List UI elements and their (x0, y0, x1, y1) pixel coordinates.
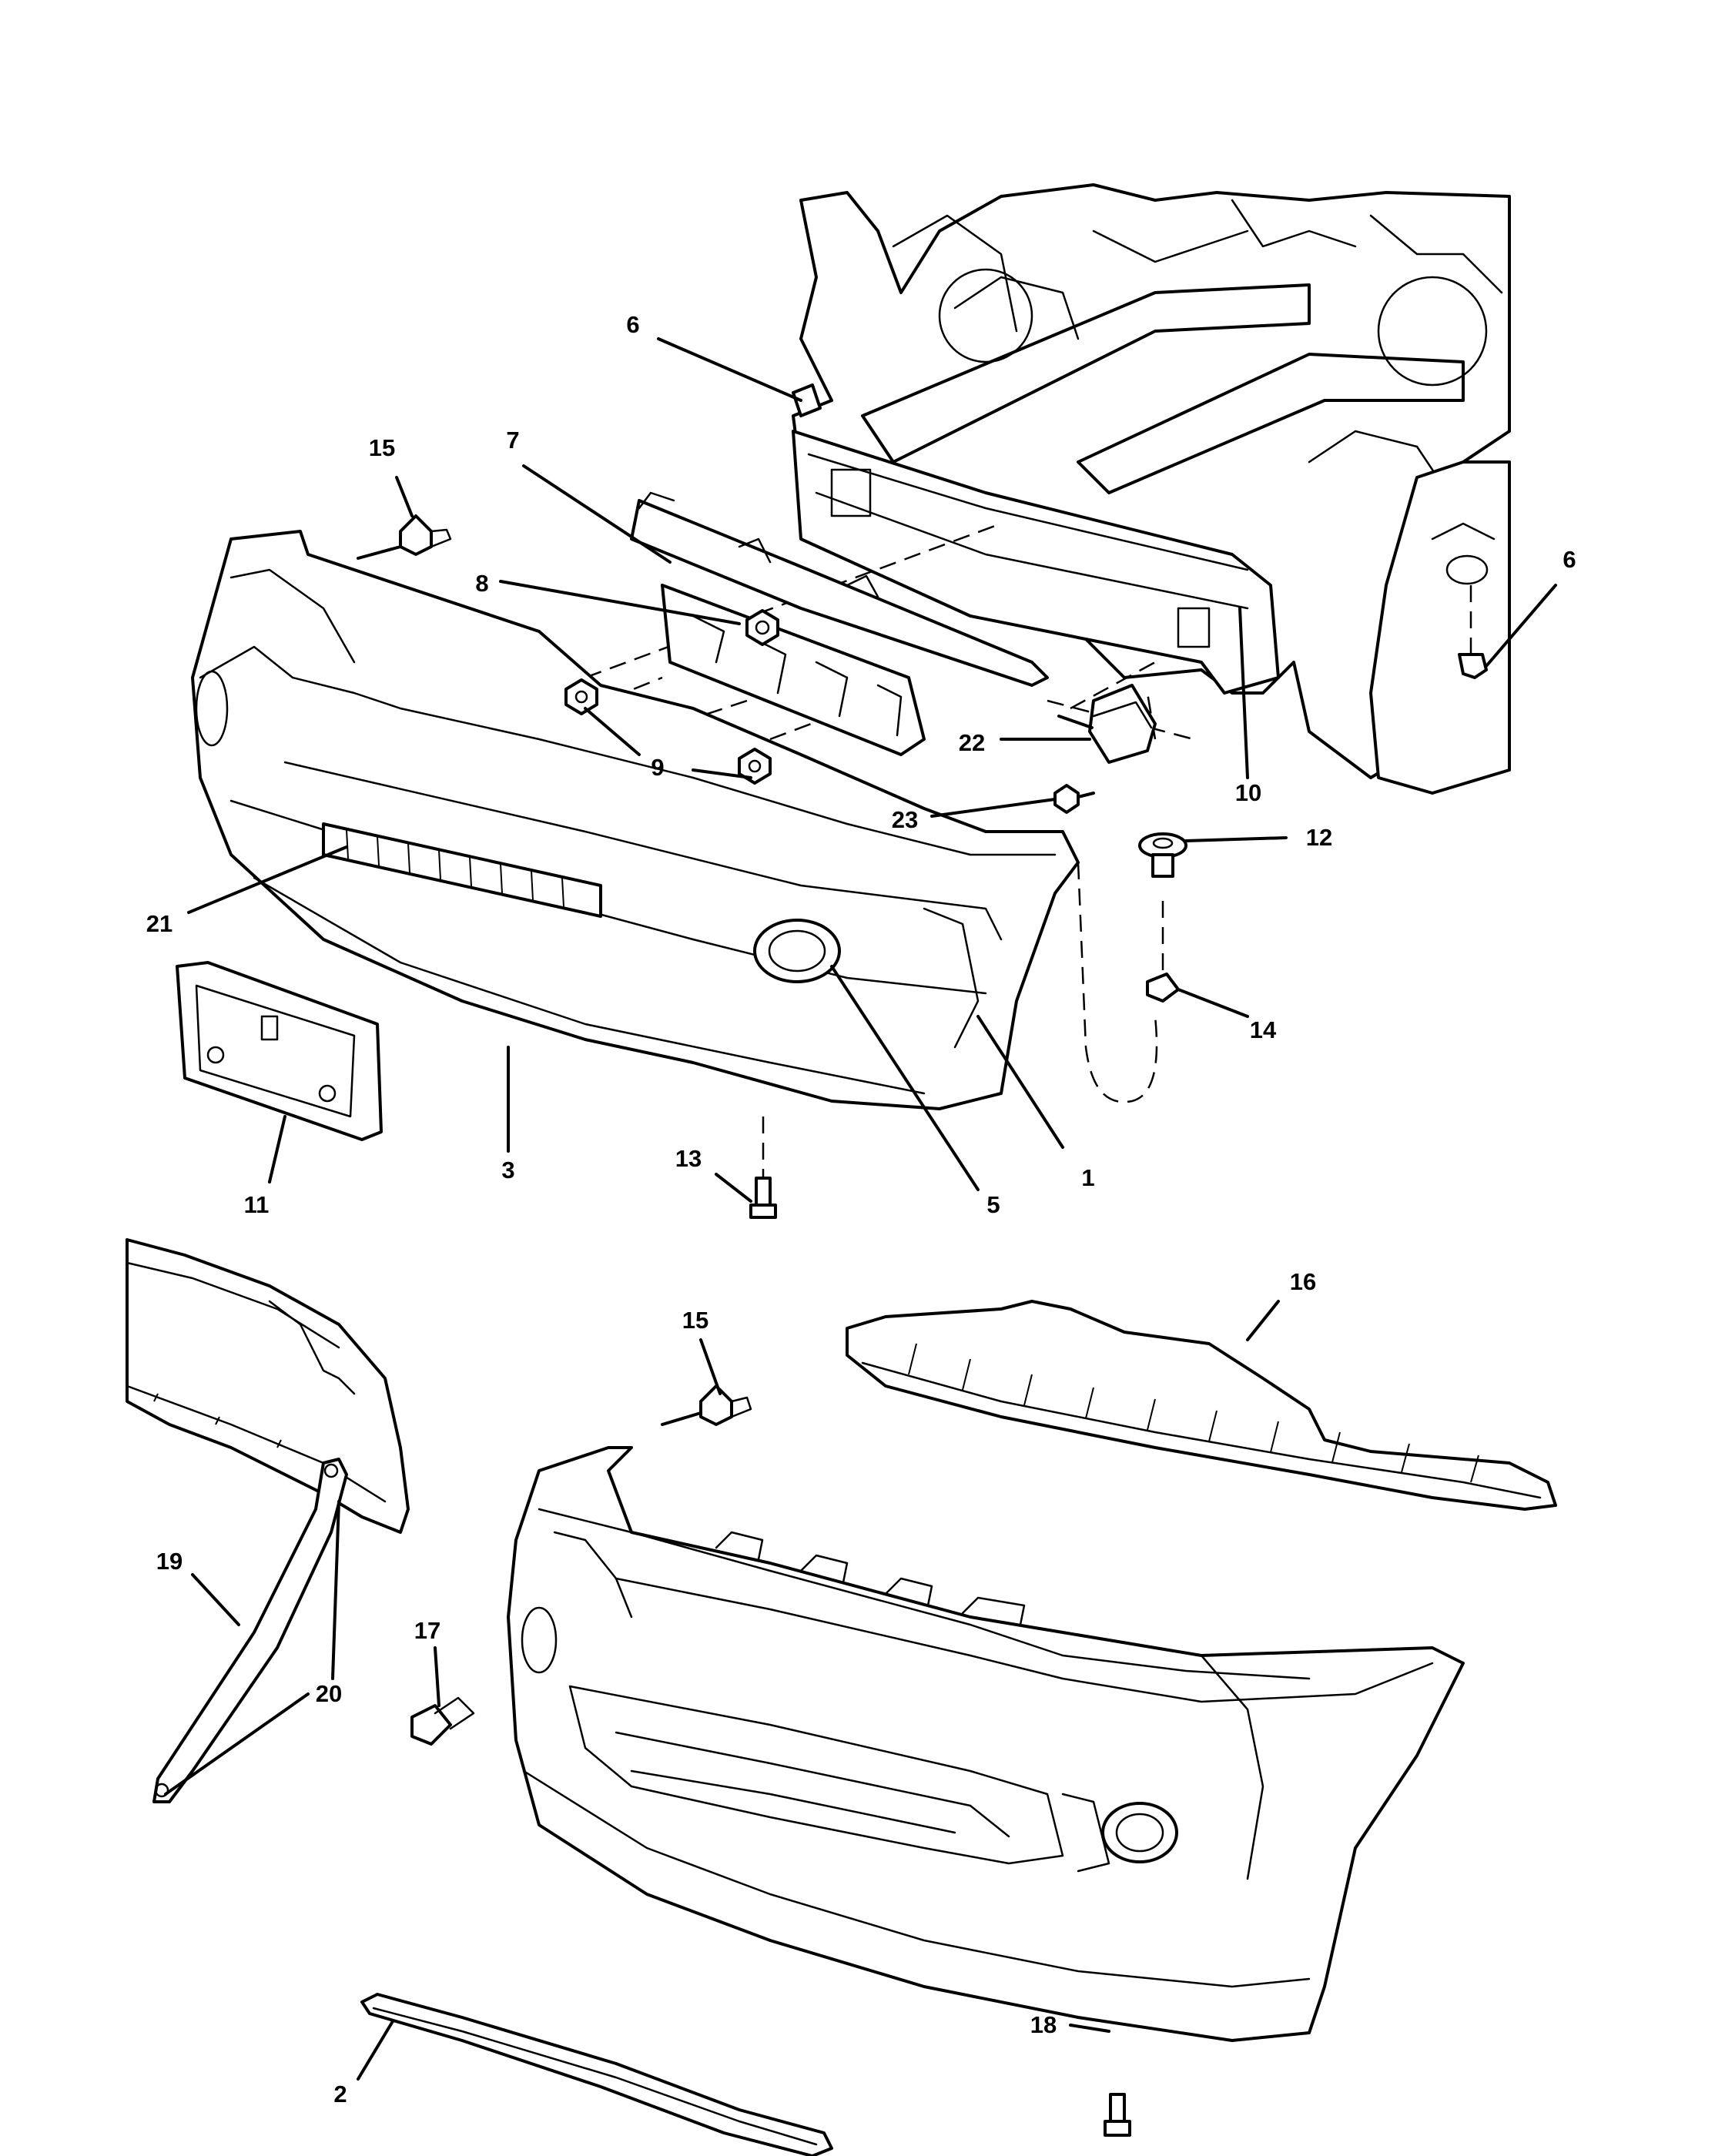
part-11-license-plate-bracket (176, 961, 383, 1141)
callout-11: 11 (244, 1191, 270, 1218)
callout-8: 8 (475, 570, 488, 597)
part-2-lower-trim-strip (360, 1993, 833, 2156)
part-17-push-pin (410, 1696, 475, 1746)
fastener-parts-upper (357, 383, 1488, 1219)
callout-1: 1 (1081, 1164, 1094, 1191)
part-15-push-pin-lower (661, 1384, 752, 1426)
callout-6-left: 6 (626, 311, 639, 338)
part-22-bracket (1057, 684, 1157, 764)
part-23-bolt (1053, 784, 1095, 814)
part-19-fascia-section-left (126, 1238, 410, 1534)
callout-10: 10 (1235, 779, 1261, 806)
callout-5: 5 (986, 1191, 1000, 1218)
vehicle-front-frame (792, 183, 1511, 795)
part-20-support-strap (152, 1458, 348, 1803)
part-6-push-pin-right (1458, 653, 1488, 679)
callout-19: 19 (156, 1548, 183, 1575)
part-9-nut-a (564, 678, 598, 715)
callout-9: 9 (651, 754, 664, 781)
callout-7: 7 (506, 427, 519, 454)
callout-13: 13 (675, 1145, 702, 1172)
callout-2: 2 (333, 2081, 347, 2107)
callout-21: 21 (146, 910, 172, 937)
leader-lines (164, 337, 1557, 2081)
part-16-upper-trim (846, 1300, 1557, 1511)
callout-3: 3 (501, 1157, 514, 1183)
callout-23: 23 (892, 806, 918, 833)
part-7-energy-absorber (630, 491, 1049, 756)
part-15-push-pin-upper (357, 514, 452, 560)
callout-labels: 6 6 15 7 8 9 22 10 23 12 21 14 13 3 1 5 … (146, 311, 1576, 2107)
part-14-clip-nut (1146, 973, 1180, 1003)
part-1-lower-fascia (507, 1446, 1465, 2042)
callout-15-upper: 15 (369, 434, 395, 461)
callout-12: 12 (1306, 824, 1332, 851)
callout-15-lower: 15 (682, 1307, 708, 1334)
callout-20: 20 (316, 1680, 342, 1707)
callout-16: 16 (1290, 1268, 1316, 1295)
fastener-parts-lower (410, 1384, 1131, 2137)
part-12-retainer (1138, 832, 1187, 878)
part-6-bracket-left (792, 383, 822, 417)
part-18-screw (1104, 2093, 1131, 2137)
callout-14: 14 (1250, 1016, 1277, 1043)
part-13-screw (749, 1177, 777, 1219)
part-9-nut-b (738, 748, 772, 785)
part-3-front-bumper-fascia (191, 530, 1080, 1110)
callout-18: 18 (1030, 2011, 1057, 2038)
part-8-nut (745, 609, 779, 646)
callout-22: 22 (959, 729, 985, 756)
callout-17: 17 (414, 1617, 440, 1644)
callout-6-right: 6 (1563, 546, 1576, 573)
